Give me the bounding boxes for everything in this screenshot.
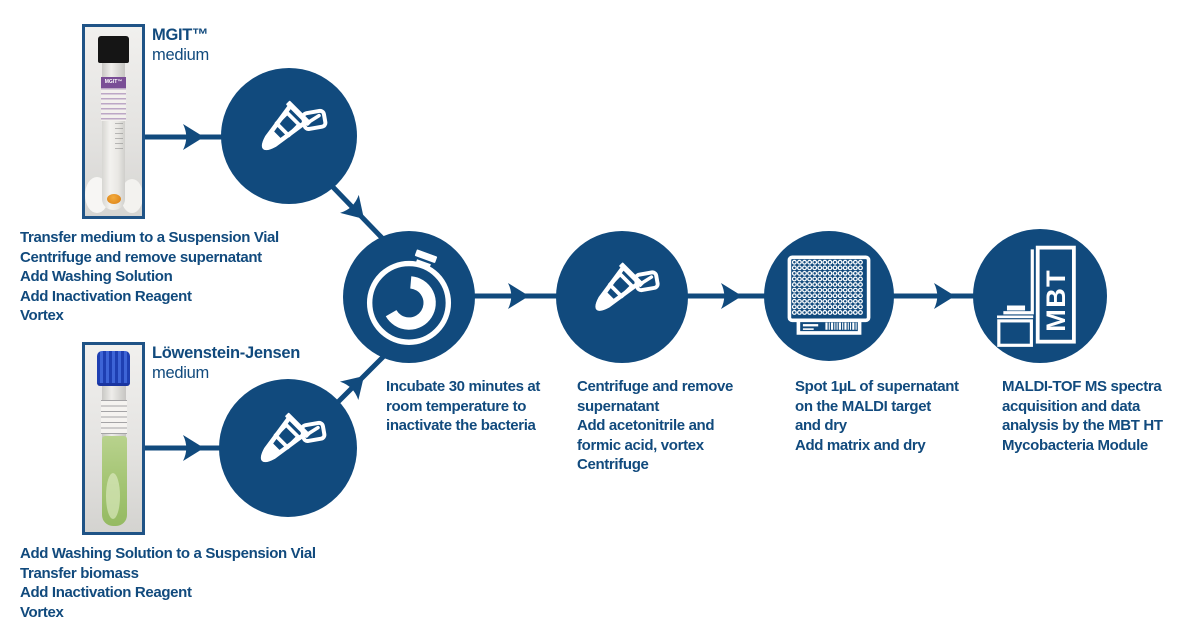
node-maldi-target: [764, 231, 894, 361]
tube-cap-black: [98, 36, 129, 63]
tube-glass-body: [102, 121, 125, 210]
arrow-mgit-to-prep: [140, 124, 232, 150]
incubate-caption: Incubate 30 minutes at room temperature …: [386, 378, 541, 434]
arrow-extract-to-target: [680, 283, 774, 309]
stopwatch-icon: [366, 249, 452, 345]
tube-label-body: [101, 88, 126, 121]
mgit-subtitle: medium: [152, 46, 209, 64]
arrow-target-to-analysis: [888, 283, 982, 309]
extract-caption: Centrifuge and remove supernatant Add ac…: [577, 378, 734, 473]
node-incubate: [343, 231, 475, 363]
tube-label-body: [101, 400, 127, 434]
arrow-prep-mgit-to-incubate: [328, 182, 386, 242]
analysis-caption: MALDI-TOF MS spectra acquisition and dat…: [1002, 378, 1163, 454]
background-cloth: [121, 179, 142, 213]
maldi-target-plate-icon: [787, 255, 871, 335]
lj-prep-steps: Add Washing Solution to a Suspension Via…: [20, 545, 316, 621]
lj-tube-photo: [82, 342, 145, 535]
microcentrifuge-tube-icon: [595, 262, 660, 311]
lj-subtitle: medium: [152, 364, 209, 382]
mgit-title: MGIT™: [152, 26, 209, 44]
mbt-instrument-icon: MBT: [997, 245, 1076, 347]
node-extract: [556, 231, 688, 363]
arrow-incubate-to-extract: [468, 283, 566, 309]
mbt-icon-label: MBT: [1040, 269, 1071, 332]
lj-medium-label: Löwenstein-Jensen medium: [152, 343, 300, 383]
node-prep-lj: [219, 379, 357, 517]
spot-caption: Spot 1µL of supernatant on the MALDI tar…: [795, 378, 959, 454]
lj-title: Löwenstein-Jensen: [152, 344, 301, 362]
microcentrifuge-tube-icon: [260, 412, 327, 463]
tube-graduations: [115, 123, 123, 153]
mgit-prep-steps: Transfer medium to a Suspension Vial Cen…: [20, 229, 279, 324]
mgit-tube-photo: MGIT™: [82, 24, 145, 219]
arrow-lj-to-prep: [140, 435, 232, 461]
node-mbt-analysis: MBT: [973, 229, 1107, 363]
mgit-medium-label: MGIT™ medium: [152, 25, 209, 65]
node-prep-mgit: [221, 68, 357, 204]
tube-cap-blue: [97, 351, 130, 386]
medium-pellet: [107, 194, 121, 204]
agar-slant-highlight: [106, 473, 120, 519]
tube-label-band: MGIT™: [101, 77, 126, 88]
microcentrifuge-tube-icon: [261, 100, 328, 151]
tube-neck: [102, 63, 125, 77]
